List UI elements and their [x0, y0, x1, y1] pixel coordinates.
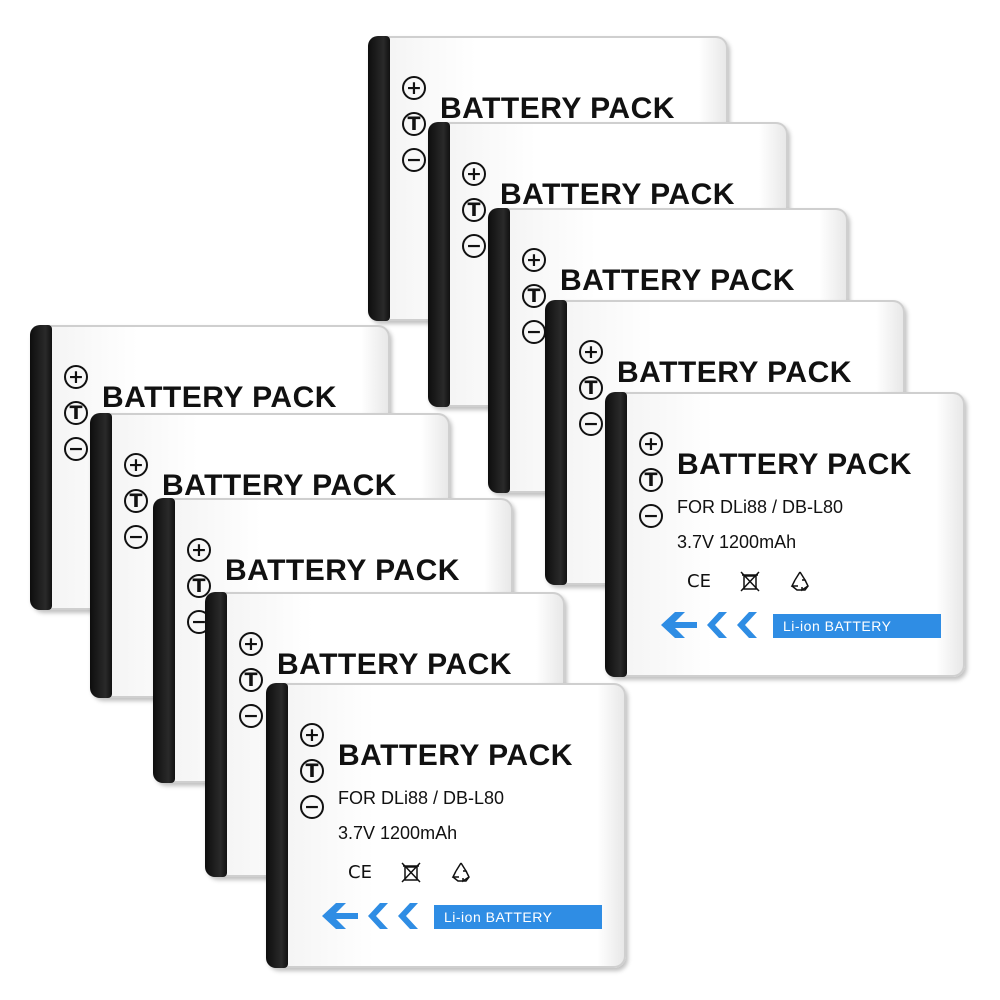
t-terminal-icon: T — [579, 376, 603, 400]
plus-terminal-icon: + — [522, 248, 546, 272]
battery-model: FOR DLi88 / DB-L80 — [338, 788, 505, 808]
plus-terminal-icon: + — [462, 162, 486, 186]
arrow-left-icon — [661, 612, 697, 638]
plus-terminal-icon: + — [402, 76, 426, 100]
battery-cap — [153, 498, 175, 783]
t-terminal-icon: T — [239, 668, 263, 692]
plus-terminal-icon: + — [64, 365, 88, 389]
li-ion-label: Li-ion BATTERY — [434, 905, 602, 929]
arrow-left-icon — [398, 903, 418, 929]
battery-cap — [428, 122, 450, 407]
weee-bin-icon — [740, 571, 760, 592]
battery-title: BATTERY PACK — [500, 178, 735, 211]
battery-title: BATTERY PACK — [225, 554, 460, 587]
terminals: + T − — [239, 632, 265, 740]
t-terminal-icon: T — [124, 489, 148, 513]
t-terminal-icon: T — [462, 198, 486, 222]
t-terminal-icon: T — [187, 574, 211, 598]
battery-pack-5: + T − BATTERY PACK FOR DLi88 / DB-L80 3.… — [605, 392, 965, 677]
plus-terminal-icon: + — [300, 723, 324, 747]
terminals: + T − — [402, 76, 428, 184]
battery-title: BATTERY PACK — [617, 356, 852, 389]
battery-cap — [368, 36, 390, 321]
terminals: + T − — [124, 453, 150, 561]
terminals: + T − — [579, 340, 605, 448]
battery-cap — [545, 300, 567, 585]
arrow-left-icon — [707, 612, 727, 638]
plus-terminal-icon: + — [124, 453, 148, 477]
minus-terminal-icon: − — [64, 437, 88, 461]
arrow-left-icon — [322, 903, 358, 929]
battery-title: BATTERY PACK — [677, 448, 912, 481]
t-terminal-icon: T — [522, 284, 546, 308]
minus-terminal-icon: − — [402, 148, 426, 172]
t-terminal-icon: T — [402, 112, 426, 136]
li-ion-label: Li-ion BATTERY — [773, 614, 941, 638]
terminals: + T − — [300, 723, 326, 831]
terminals: + T − — [639, 432, 665, 540]
battery-title: BATTERY PACK — [277, 648, 512, 681]
minus-terminal-icon: − — [522, 320, 546, 344]
weee-bin-icon — [401, 862, 421, 883]
t-terminal-icon: T — [64, 401, 88, 425]
battery-cap — [30, 325, 52, 610]
battery-cap — [605, 392, 627, 677]
battery-cap — [205, 592, 227, 877]
minus-terminal-icon: − — [462, 234, 486, 258]
minus-terminal-icon: − — [239, 704, 263, 728]
battery-cap — [90, 413, 112, 698]
battery-title: BATTERY PACK — [162, 469, 397, 502]
plus-terminal-icon: + — [579, 340, 603, 364]
minus-terminal-icon: − — [124, 525, 148, 549]
plus-terminal-icon: + — [187, 538, 211, 562]
battery-model: FOR DLi88 / DB-L80 — [677, 497, 844, 517]
direction-arrows — [661, 612, 769, 638]
minus-terminal-icon: − — [300, 795, 324, 819]
recycle-icon — [790, 571, 809, 592]
battery-title: BATTERY PACK — [440, 92, 675, 125]
terminals: + T − — [64, 365, 90, 473]
certification-marks: CE — [687, 570, 811, 592]
battery-spec: 3.7V 1200mAh — [338, 823, 458, 843]
ce-mark: CE — [687, 570, 711, 592]
battery-title: BATTERY PACK — [560, 264, 795, 297]
battery-spec: 3.7V 1200mAh — [677, 532, 797, 552]
battery-pack-10: + T − BATTERY PACK FOR DLi88 / DB-L80 3.… — [266, 683, 626, 968]
direction-arrows — [322, 903, 430, 929]
arrow-left-icon — [368, 903, 388, 929]
recycle-icon — [451, 862, 470, 883]
ce-mark: CE — [348, 861, 372, 883]
t-terminal-icon: T — [639, 468, 663, 492]
battery-title: BATTERY PACK — [338, 739, 573, 772]
certification-marks: CE — [348, 861, 472, 883]
battery-cap — [488, 208, 510, 493]
plus-terminal-icon: + — [639, 432, 663, 456]
minus-terminal-icon: − — [639, 504, 663, 528]
battery-title: BATTERY PACK — [102, 381, 337, 414]
terminals: + T − — [522, 248, 548, 356]
terminals: + T − — [462, 162, 488, 270]
t-terminal-icon: T — [300, 759, 324, 783]
battery-cap — [266, 683, 288, 968]
minus-terminal-icon: − — [579, 412, 603, 436]
arrow-left-icon — [737, 612, 757, 638]
plus-terminal-icon: + — [239, 632, 263, 656]
